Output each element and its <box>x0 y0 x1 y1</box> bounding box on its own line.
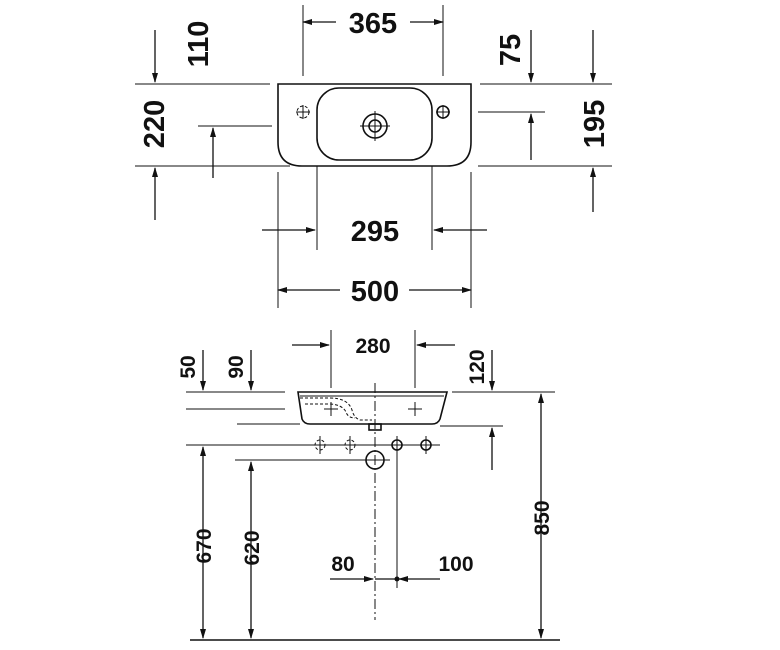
top-view: 365 110 220 75 195 295 500 <box>135 5 612 308</box>
dim-110: 110 <box>183 21 215 68</box>
dim-365: 365 <box>349 8 397 40</box>
dim-500: 500 <box>351 276 399 308</box>
bowl-outline <box>316 87 433 161</box>
dim-75: 75 <box>495 34 527 66</box>
basin-outline-front <box>297 391 449 425</box>
dim-280: 280 <box>355 335 390 358</box>
dim-120: 120 <box>466 349 489 384</box>
supply-connection-2-icon <box>344 436 356 454</box>
supply-connection-4-icon <box>420 436 432 454</box>
dim-80: 80 <box>331 553 354 576</box>
dim-850: 850 <box>531 500 554 535</box>
basin-outline-top <box>277 83 472 167</box>
tap-hole-right-icon <box>436 105 450 119</box>
dim-90: 90 <box>225 355 248 378</box>
dim-50: 50 <box>177 355 200 378</box>
dim-620: 620 <box>241 530 264 565</box>
dim-670: 670 <box>193 528 216 563</box>
basin-tap-left-icon <box>324 402 338 416</box>
tap-hole-left-icon <box>296 105 310 119</box>
waste-outlet-icon <box>235 450 390 470</box>
supply-connection-3-icon <box>391 436 403 454</box>
dim-220: 220 <box>139 100 171 148</box>
supply-connection-1-icon <box>314 436 326 454</box>
dim-100: 100 <box>438 553 473 576</box>
dim-195: 195 <box>579 100 611 148</box>
basin-tap-right-icon <box>408 402 422 416</box>
dim-295: 295 <box>351 216 399 248</box>
front-view: 280 50 90 120 <box>177 330 560 641</box>
